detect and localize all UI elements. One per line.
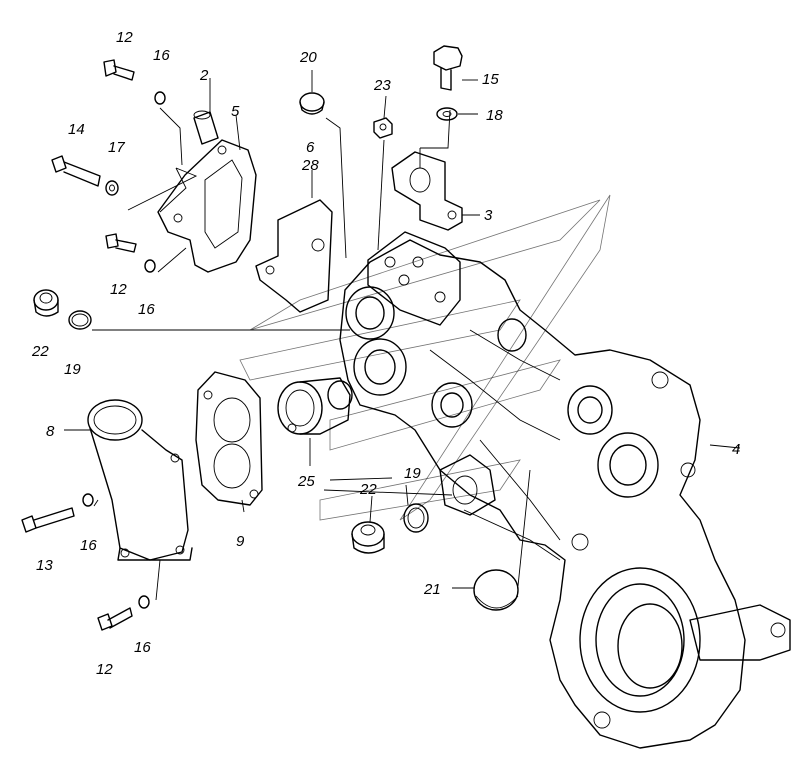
washer-part-16-d: [138, 595, 150, 609]
pipe-part-8: [87, 399, 193, 561]
label-part-8: 8: [46, 423, 55, 440]
label-part-25: 25: [297, 473, 315, 490]
label-part-3: 3: [484, 207, 493, 224]
flange-part-3: [391, 151, 463, 231]
label-part-28: 28: [301, 157, 319, 174]
bolt-part-15: [433, 45, 463, 91]
label-part-5: 5: [231, 103, 240, 120]
label-part-12-top: 12: [116, 29, 133, 46]
label-part-13: 13: [36, 557, 53, 574]
sleeve-part-21: [473, 569, 519, 611]
plug-part-22-left: [33, 289, 59, 317]
part-number-labels: 12 16 2 5 20 23 15 18 14 17 6 28 3 12 16…: [31, 29, 740, 678]
label-part-16-a: 16: [153, 47, 170, 64]
washer-part-17: [105, 180, 119, 196]
watermark-logo: [239, 194, 611, 521]
gasket-part-28: [255, 199, 333, 313]
tube-part-2: [193, 110, 219, 145]
label-part-21: 21: [423, 581, 441, 598]
label-part-4: 4: [732, 441, 740, 458]
label-part-19-left: 19: [64, 361, 81, 378]
label-part-12-bottom: 12: [96, 661, 113, 678]
label-part-20: 20: [299, 49, 317, 66]
washer-part-16-a: [154, 91, 166, 105]
label-part-23: 23: [373, 77, 391, 94]
label-part-17: 17: [108, 139, 125, 156]
bolt-part-12-top: [103, 59, 135, 81]
label-part-2: 2: [199, 67, 209, 84]
gasket-part-9: [195, 371, 263, 506]
ring-part-19-center: [403, 503, 429, 533]
label-part-12-middle: 12: [110, 281, 127, 298]
label-part-16-b: 16: [138, 301, 155, 318]
gear-housing: [339, 231, 791, 749]
label-part-22-center: 22: [359, 481, 377, 498]
label-part-14: 14: [68, 121, 85, 138]
label-part-6: 6: [306, 139, 315, 156]
label-part-16-c: 16: [80, 537, 97, 554]
washer-part-16-b: [144, 259, 156, 273]
bolt-part-13: [21, 507, 75, 533]
thermostat-part-25: [277, 377, 353, 435]
plug-part-22-center: [351, 521, 385, 554]
bolt-part-12-bottom: [97, 607, 133, 631]
plug-part-23: [373, 117, 393, 139]
washer-part-16-c: [82, 493, 94, 507]
cover-part-5: [157, 139, 257, 273]
cap-part-20: [299, 92, 325, 115]
label-part-15: 15: [482, 71, 499, 88]
washer-part-18: [436, 107, 458, 121]
label-part-16-d: 16: [134, 639, 151, 656]
ring-part-19-left: [68, 310, 92, 330]
leader-lines: [64, 70, 741, 601]
label-part-19-center: 19: [404, 465, 421, 482]
label-part-22-left: 22: [31, 343, 49, 360]
label-part-18: 18: [486, 107, 503, 124]
label-part-9: 9: [236, 533, 245, 550]
bolt-part-12-middle: [105, 233, 137, 253]
bolt-part-14: [51, 155, 101, 187]
